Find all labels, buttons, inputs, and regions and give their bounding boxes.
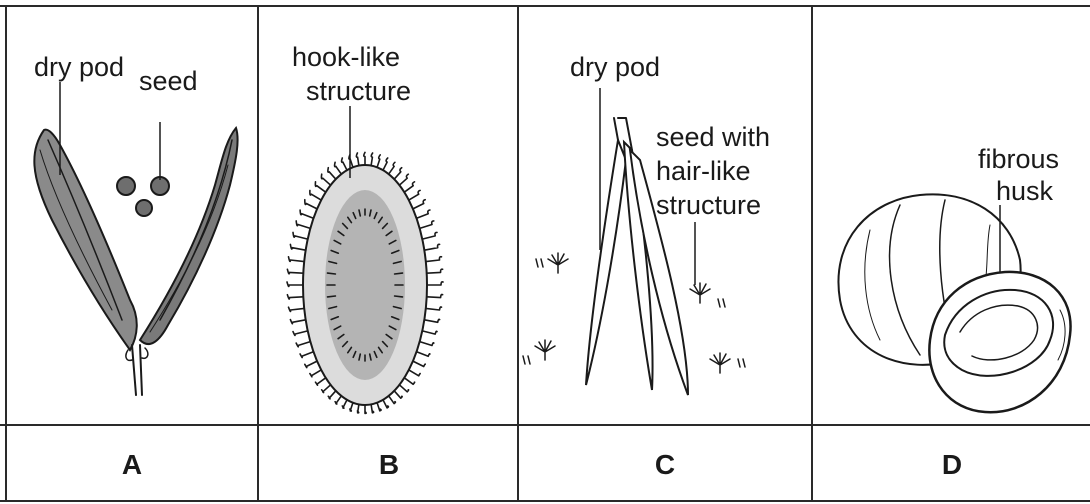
hairy-seeds-c xyxy=(523,253,745,373)
bur-illustration-b xyxy=(287,152,443,413)
panel-a: dry pod seed A xyxy=(34,52,238,480)
label-dry-pod-c: dry pod xyxy=(570,52,660,82)
label-hook-like: hook-like xyxy=(292,42,400,72)
seed-group-a xyxy=(117,177,169,216)
seed-dot xyxy=(117,177,135,195)
label-husk: husk xyxy=(996,176,1054,206)
label-fibrous: fibrous xyxy=(978,144,1059,174)
label-dry-pod-a: dry pod xyxy=(34,52,124,82)
panel-letter-c: C xyxy=(655,449,675,480)
label-hair-like: hair-like xyxy=(656,156,751,186)
pointer-lines-a xyxy=(60,82,160,180)
label-structure-c: structure xyxy=(656,190,761,220)
panel-letter-b: B xyxy=(379,449,399,480)
panel-c: dry pod seed with hair-like structure C xyxy=(523,52,770,480)
panel-letter-d: D xyxy=(942,449,962,480)
panel-b: hook-like structure B xyxy=(287,42,443,480)
panel-letter-a: A xyxy=(122,449,142,480)
panel-d: fibrous husk D xyxy=(838,144,1070,480)
coconut-illustration-d xyxy=(838,194,1070,412)
label-seed-a: seed xyxy=(139,66,198,96)
seed-dot xyxy=(136,200,152,216)
label-seed-with: seed with xyxy=(656,122,770,152)
label-structure-b: structure xyxy=(306,76,411,106)
pod-illustration-a xyxy=(34,128,237,395)
